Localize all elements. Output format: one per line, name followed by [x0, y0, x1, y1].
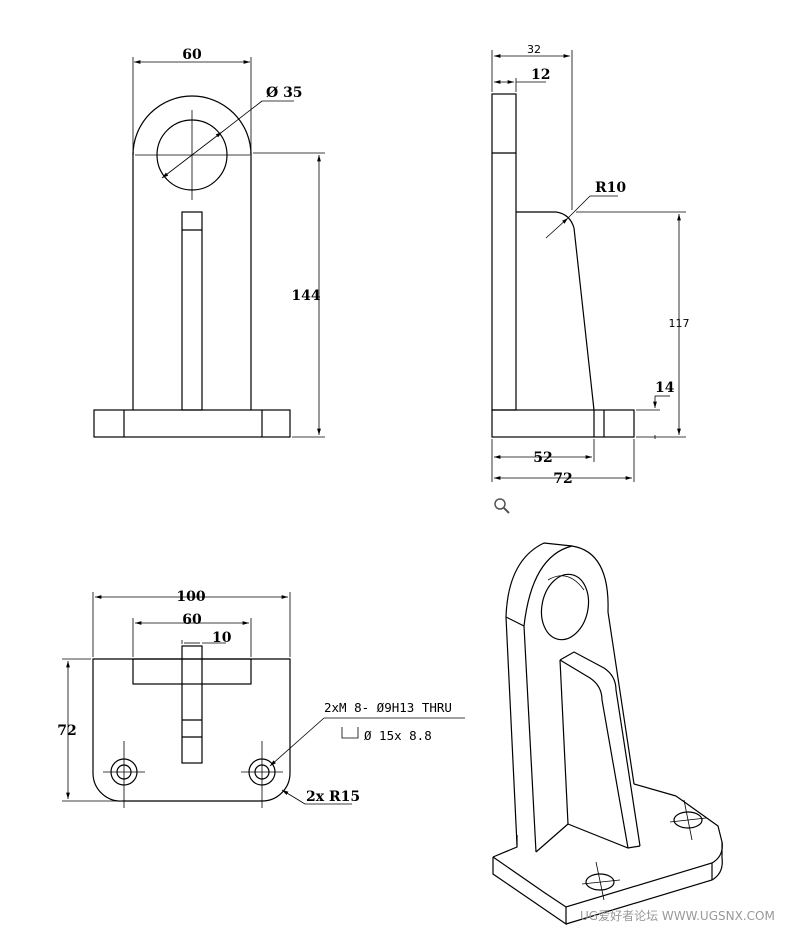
side-plate-dim: 12	[531, 67, 550, 83]
side-base-length-dim: 72	[553, 471, 572, 487]
top-inner-width-dim: 60	[182, 612, 202, 628]
isometric-view	[492, 542, 723, 926]
front-width-dim: 60	[182, 47, 202, 63]
bore-dim: Ø 35	[266, 85, 303, 101]
side-view: 32 12 R10 117 14 52 72	[491, 43, 690, 487]
side-rib-length-dim: 52	[533, 450, 552, 466]
side-rib-height-dim: 117	[669, 317, 690, 330]
counterbore-note: Ø 15x 8.8	[364, 728, 432, 743]
top-view: 100 60 10 72 2xM 8- Ø9H13 THRU Ø 15x 8.8…	[57, 589, 465, 808]
magnifier-icon[interactable]	[494, 498, 510, 514]
top-depth-dim: 72	[57, 723, 76, 739]
side-depth-dim: 32	[527, 43, 541, 56]
hole-note: 2xM 8- Ø9H13 THRU	[324, 700, 452, 715]
top-width-dim: 100	[176, 589, 205, 605]
front-height-dim: 144	[291, 288, 320, 304]
top-rib-dim: 10	[212, 630, 232, 646]
front-view: 60 Ø 35 144	[93, 47, 325, 438]
side-radius-dim: R10	[595, 180, 626, 196]
corner-radius-note: 2x R15	[306, 789, 360, 805]
side-base-thickness-dim: 14	[655, 380, 675, 396]
watermark: UG爱好者论坛 WWW.UGSNX.COM	[580, 909, 775, 923]
